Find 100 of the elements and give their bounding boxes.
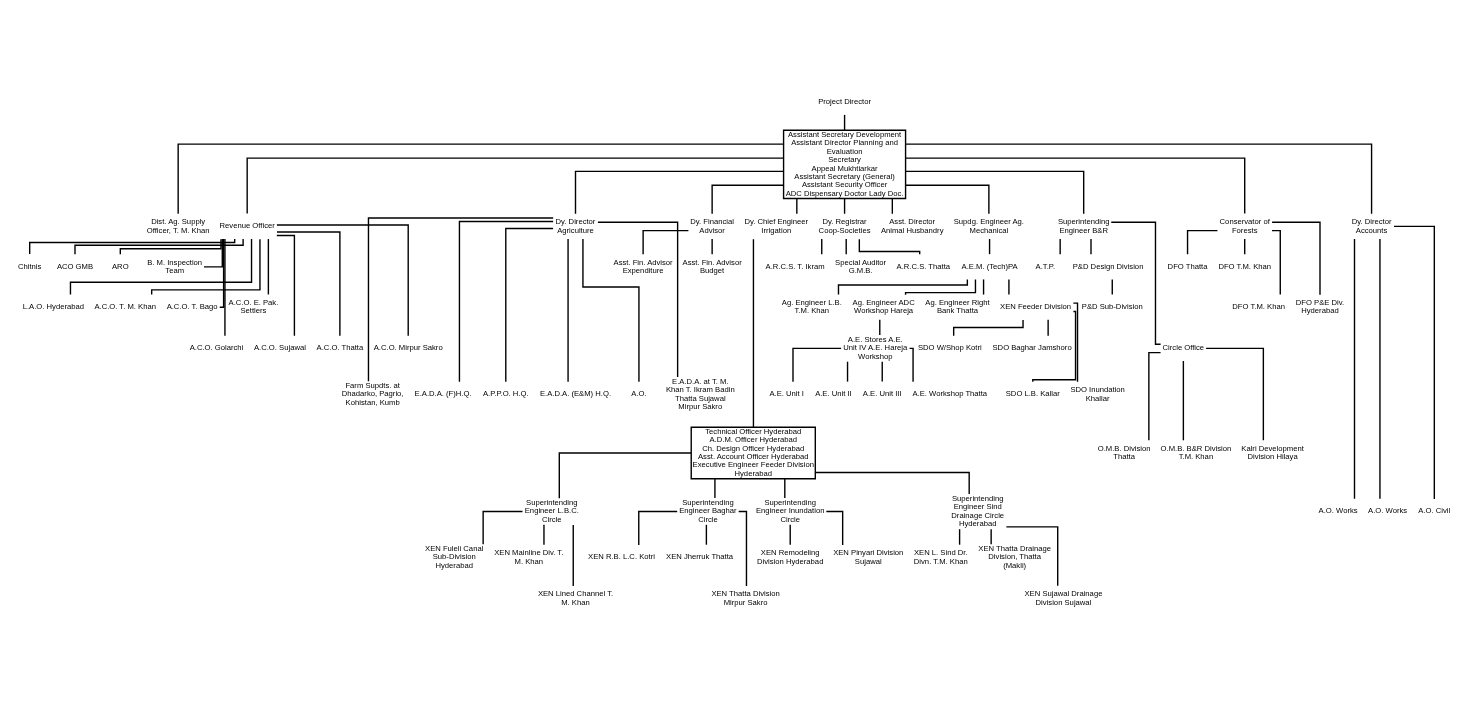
node-text: Farm Supdts. at Dhadarko, Pagrio, Kohistan, Kumb [341,381,404,407]
node-box: Technical Officer Hyderabad A.D.M. Officer Hyderabad Ch. Design Officer Hyderabad Asst. Account Officer Hyderabad Executive Engineer Feeder Division Hyderabad [690,426,816,480]
node-text: O.M.B. Division Thatta [1097,443,1151,462]
node-text: XEN Thatta Drainage Division, Thatta (Makli) [978,544,1051,570]
connector [543,524,545,546]
node-text: A.C.O. Golarchi [189,343,244,353]
node-text: Superintending Engineer Sind Drainage Circle Hyderabad [951,493,1005,529]
connector [638,510,678,546]
node-box: Assistant Secretary Development Assistant Director Planning and Evaluation Secretary Appeal Mukhtiarkar Assistant Secretary (General) Assistant Security Officer ADC Dispensary Doctor Lady Doc. [782,129,907,200]
connector [846,361,849,383]
node-text: Superintending Engineer Baghar Circle [679,498,737,524]
node-text: DFO T.M. Khan [1232,302,1285,312]
node-text: A.E. Unit III [862,389,902,399]
node-text: A.C.O. Mirpur Sakro [373,343,443,353]
node-text: SDO Inundation Khallar [1070,385,1125,403]
connector [714,478,716,499]
node-text: Dy. Chief Engineer Irrigation [744,217,809,235]
connector [1393,225,1435,500]
node-text: A.C.O. Sujawal [253,343,306,353]
connector [219,238,225,308]
node-text: Ag. Engineer Right Bank Thatta [925,298,990,316]
node-text: XEN R.B. L.C. Kotri [588,552,655,562]
node-text: A.R.C.S. Thatta [896,261,951,271]
node-text: XEN L. Sind Dr. Divn. T.M. Khan [913,548,968,566]
connector [203,238,223,268]
node-text: XEN Jherruk Thatta [666,552,734,562]
node-text: Superintending Engineer L.B.C. Circle [524,498,579,524]
connector [1072,302,1079,383]
connector [224,238,226,337]
connector [1353,238,1356,500]
connector [814,471,970,495]
connector [792,347,842,383]
connector [1186,229,1219,255]
node-text: A.C.O. Thatta [316,343,364,353]
connector [574,170,785,215]
node-text: E.A.D.A. (F)H.Q. [414,389,472,399]
connector [1205,347,1265,442]
node-text: Special Auditor G.M.B. [835,257,887,275]
connector [752,238,755,428]
connector [1182,360,1185,441]
connector [711,184,785,215]
connector [789,524,791,546]
connector [1271,229,1281,296]
node-text: A.T.P. [1035,261,1056,271]
node-text: Dist. Ag. Supply Officer, T. M. Khan [146,217,210,235]
connector [642,229,690,255]
node-text: ARO [112,261,129,271]
node-text: DFO P&E Div. Hyderabad [1295,298,1345,316]
node-text: A.E. Workshop Thatta [912,389,988,399]
connector [482,510,524,545]
connector [990,528,992,545]
node-text: DFO T.M. Khan [1218,261,1272,271]
node-text: Asst. Director Animal Husbandry [880,217,944,235]
node-text: A.O. Civil [1418,506,1451,516]
connector [276,234,296,337]
connector [119,238,222,255]
node-text: Dy. Registrar Coop-Societies [818,217,871,235]
node-text: Ag. Engineer ADC Workshop Hareja [852,298,915,316]
node-text: E.A.D.A. (E&M) H.Q. [539,389,612,399]
node-text: O.M.B. B&R Division T.M. Khan [1160,443,1232,462]
node-text: A.C.O. E. Pak. Settlers [228,298,279,316]
connector [905,157,1246,215]
node-text: Asst. Fin. Advisor Budget [682,257,742,275]
node-text: A.O. [631,389,647,399]
node-text: P&D Design Division [1072,261,1144,271]
connector [1005,526,1059,587]
connector [737,510,748,587]
node-text: Circle Office [1162,343,1205,353]
connector [74,238,244,255]
connector [177,143,785,215]
connector [905,184,990,215]
connector [1008,278,1010,296]
connector [905,143,1373,215]
node-text: A.O. Works [1368,506,1408,516]
node-text: A.O. Works [1318,506,1358,516]
connector [881,361,883,383]
node-text: SDO L.B. Kallar [1005,389,1060,399]
node-text: XEN Pinyari Division Sujawal [833,548,904,566]
node-text: P&D Sub-Division [1081,302,1143,312]
connector [1271,221,1321,296]
connector [1379,238,1381,500]
node-text: Supdg. Engineer Ag. Mechanical [953,217,1024,235]
node-text: Chitnis [17,261,42,271]
connector [1059,238,1061,255]
connector [267,238,270,296]
connector [572,524,574,587]
node-text: SDO Baghar Jamshoro [992,343,1072,353]
connector [276,231,341,337]
connector [246,157,785,215]
node-text: Revenue Officer [219,221,275,231]
connector [908,347,914,383]
connector [1148,351,1162,441]
node-text: XEN Fuleli Canal Sub-Division Hyderabad [425,544,484,570]
node-text: XEN Thatta Division Mirpur Sakro [711,589,780,607]
connector [905,170,1085,215]
node-text: A.E.M. (Tech)PA [961,261,1018,271]
node-text: XEN Feeder Division [1000,302,1072,312]
connector [711,238,713,255]
connector [796,197,798,215]
node-text: L.A.O. Hyderabad [22,302,85,312]
